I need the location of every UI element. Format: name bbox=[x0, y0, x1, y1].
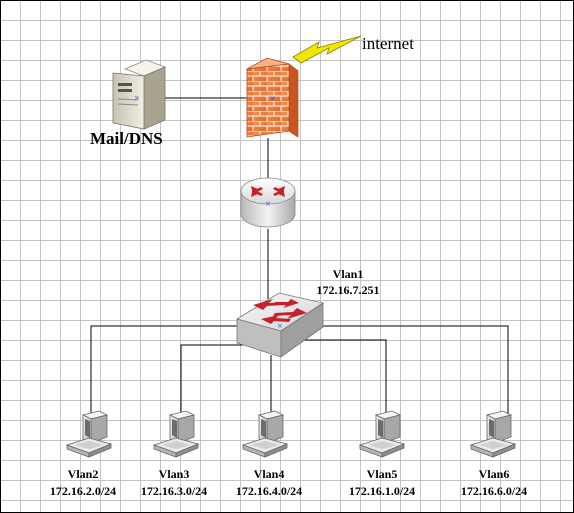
host-pc-vlan4 bbox=[242, 410, 288, 458]
router-icon: × bbox=[240, 177, 296, 228]
host-subnet-label: 172.16.2.0/24 bbox=[50, 484, 116, 498]
host-subnet-label: 172.16.1.0/24 bbox=[349, 484, 415, 498]
mail-dns-label: Mail/DNS bbox=[90, 129, 163, 148]
link-switch-vlan3 bbox=[180, 344, 251, 415]
host-subnet-label: 172.16.3.0/24 bbox=[141, 484, 207, 498]
svg-text:×: × bbox=[265, 200, 271, 208]
svg-text:×: × bbox=[134, 94, 140, 102]
core-switch-vlan-label: Vlan1 bbox=[333, 267, 364, 281]
host-pc-vlan6 bbox=[470, 410, 516, 458]
host-vlan-label: Vlan4 bbox=[254, 467, 285, 481]
host-subnet-label: 172.16.6.0/24 bbox=[461, 484, 527, 498]
core-switch-icon: × bbox=[236, 292, 324, 358]
host-pc-vlan3 bbox=[153, 410, 199, 458]
host-pc-vlan5 bbox=[359, 410, 405, 458]
svg-text:×: × bbox=[277, 322, 283, 330]
connection-lines bbox=[90, 97, 509, 415]
mail-dns-server-icon: × bbox=[112, 59, 167, 130]
host-vlan-label: Vlan5 bbox=[367, 467, 398, 481]
internet-lightning-icon bbox=[292, 35, 362, 64]
host-vlan-label: Vlan2 bbox=[68, 467, 99, 481]
host-subnet-label: 172.16.4.0/24 bbox=[236, 484, 302, 498]
firewall-icon: × bbox=[245, 57, 299, 138]
host-vlan-label: Vlan6 bbox=[479, 467, 510, 481]
host-pc-vlan2 bbox=[66, 410, 112, 458]
internet-label: internet bbox=[362, 34, 414, 53]
svg-text:×: × bbox=[269, 94, 276, 103]
host-vlan-label: Vlan3 bbox=[159, 467, 190, 481]
core-switch-ip-label: 172.16.7.251 bbox=[317, 283, 380, 297]
link-switch-vlan2 bbox=[90, 325, 241, 415]
link-switch-vlan6 bbox=[321, 325, 509, 415]
link-switch-vlan5 bbox=[301, 339, 387, 415]
